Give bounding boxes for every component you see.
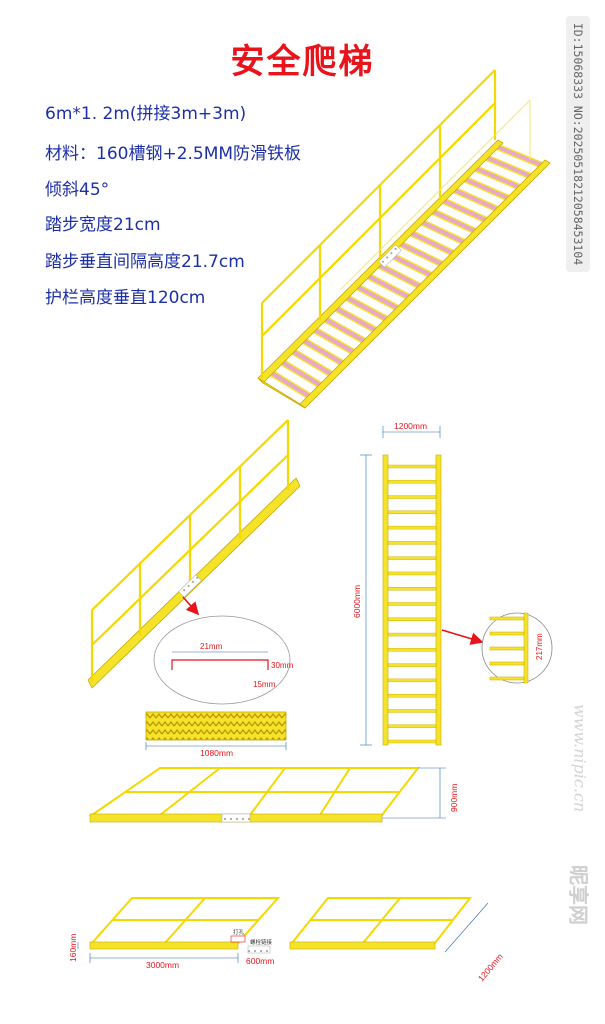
segment-left: 160mm 3000mm (68, 897, 281, 970)
section-lip-label: 15mm (253, 680, 276, 689)
segment-length-label: 3000mm (146, 960, 179, 970)
anti-slip-plate: 1080mm (145, 711, 287, 758)
spec-size: 6m*1. 2m(拼接3m+3m) (45, 104, 247, 124)
side-length-label: 6000mm (352, 585, 362, 618)
ladder-rung (387, 480, 437, 484)
ladder-rung (387, 617, 437, 621)
ladder-rung (387, 693, 437, 698)
segment-joint: 打孔 螺栓链接 600mm (230, 928, 274, 966)
plate-length-label: 1080mm (200, 748, 233, 758)
ladder-rung (387, 632, 437, 637)
ladder-rung (387, 587, 437, 591)
stair-guardrail (260, 69, 497, 378)
joint-length-label: 600mm (246, 956, 274, 966)
spec-guardrail-height: 护栏高度垂直120cm (45, 288, 206, 308)
side-elevation: 21mm 30mm 15mm (87, 419, 301, 705)
ladder-rung (387, 678, 437, 683)
spec-material: 材料：160槽钢+2.5MM防滑铁板 (45, 144, 302, 164)
ladder-rung (387, 648, 437, 652)
stair-treads (266, 142, 546, 401)
ladder-rung (387, 495, 437, 499)
page-title: 安全爬梯 (230, 42, 375, 82)
ladder-rung (387, 525, 437, 530)
ladder-rung (387, 464, 437, 469)
joint-drill-label: 打孔 (233, 928, 245, 936)
step-spacing-label: 217mm (535, 633, 544, 660)
segment-right: 1200mm (289, 897, 505, 984)
spec-tread-spacing: 踏步垂直间隔高度21.7cm (45, 252, 245, 272)
segment-height-label: 160mm (68, 934, 78, 962)
ladder-rung (387, 571, 437, 576)
top-width-label: 1200mm (394, 421, 427, 431)
platform-depth-label: 900mm (449, 784, 459, 812)
ladder-rung (387, 724, 437, 728)
joint-bolt-label: 螺栓链接 (250, 938, 273, 946)
platform-plan: 900mm (88, 767, 459, 823)
front-elevation: 1200mm 6000mm 217mm (352, 421, 553, 746)
spec-incline: 倾斜45° (45, 180, 110, 200)
ladder-rung (387, 709, 437, 713)
stair-stringer-right (299, 159, 551, 409)
image-id-strip: ID:15068333 NO:20250518212058453104 (566, 16, 590, 272)
section-width-label: 21mm (200, 642, 223, 651)
ladder-rung (387, 556, 437, 560)
ladder-rung (387, 739, 437, 744)
stair-bottom-edge (257, 377, 306, 409)
segment-width-label: 1200mm (476, 952, 505, 984)
section-flange-label: 30mm (271, 661, 294, 670)
ladder-rung (387, 541, 437, 545)
ladder-rung (387, 663, 437, 667)
ladder-rung (387, 510, 437, 515)
ladder-rung (387, 602, 437, 606)
isometric-stair (257, 69, 551, 409)
ladder-rungs (387, 464, 437, 744)
spec-tread-width: 踏步宽度21cm (45, 215, 161, 235)
